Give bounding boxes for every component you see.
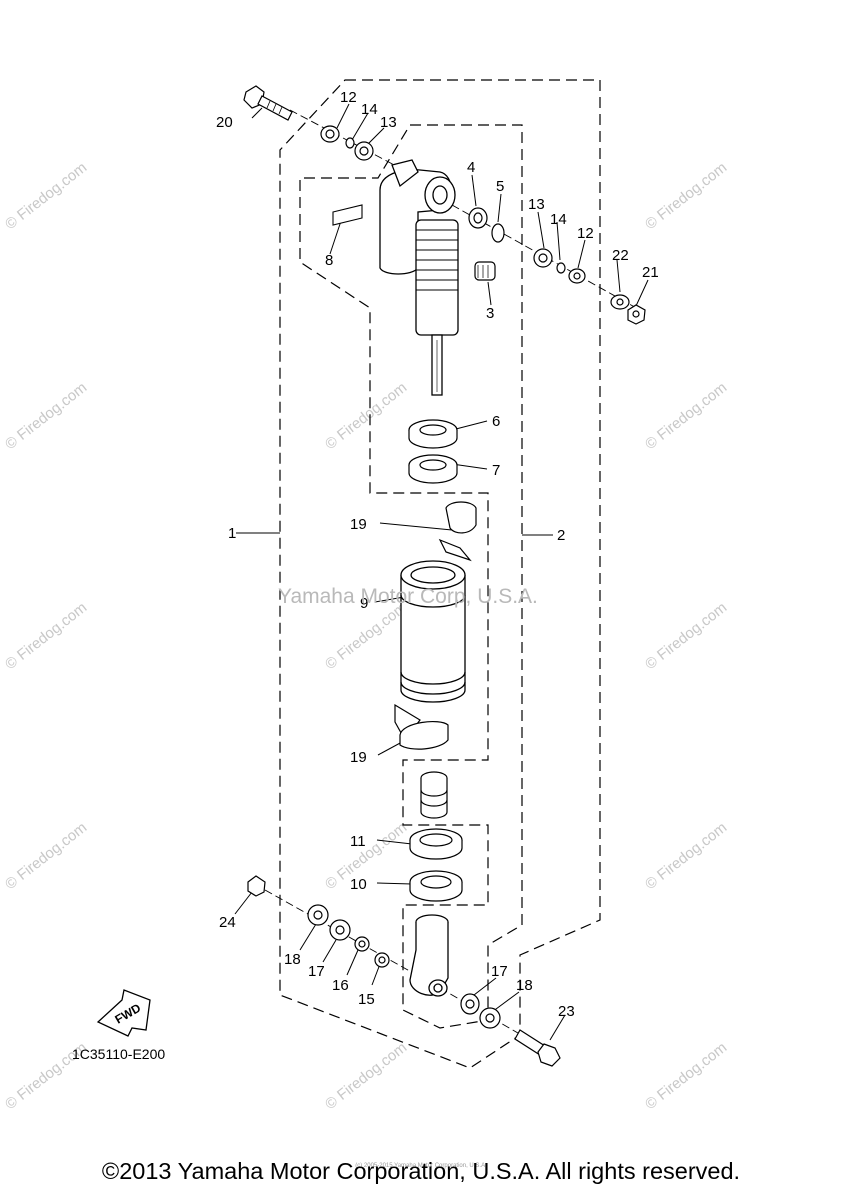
callout-20: 20 (216, 114, 233, 131)
callout-12: 12 (340, 89, 357, 106)
callout-9: 9 (360, 595, 368, 612)
callout-22: 22 (612, 247, 629, 264)
watermark: © Firedog.com (322, 379, 410, 453)
callout-24: 24 (219, 914, 236, 931)
callout-12: 12 (577, 225, 594, 242)
watermark: © Firedog.com (642, 599, 730, 673)
copyright-notice: ©2013 Yamaha Motor Corporation, U.S.A. A… (101, 1158, 741, 1184)
watermark: © Firedog.com (322, 1039, 410, 1113)
callout-8: 8 (325, 252, 333, 269)
diagram-code: 1C35110-E200 (72, 1046, 165, 1062)
upper-spring-seat (438, 501, 477, 562)
fine-print: (c) 2005-2015 Yamaha Motor Corporation, … (355, 1163, 487, 1169)
bolt-23 (514, 1029, 561, 1067)
lower-right-collars (460, 993, 501, 1029)
callout-3: 3 (486, 305, 494, 322)
rear-suspension-diagram: © Firedog.com © Firedog.com © Firedog.co… (2, 79, 730, 1113)
watermark: © Firedog.com (642, 1039, 730, 1113)
callout-15: 15 (358, 991, 375, 1008)
callout-16: 16 (332, 977, 349, 994)
callout-numbers: 20 12 14 13 4 5 13 14 12 22 21 3 8 6 7 1… (216, 89, 659, 1020)
bolt-20 (243, 85, 293, 121)
watermark: © Firedog.com (642, 159, 730, 233)
callout-17: 17 (308, 963, 325, 980)
spring-adjuster-rings (408, 419, 458, 484)
callout-13: 13 (380, 114, 397, 131)
callout-7: 7 (492, 462, 500, 479)
watermark: © Firedog.com (2, 819, 90, 893)
watermark: © Firedog.com (2, 599, 90, 673)
watermark: © Firedog.com (2, 159, 90, 233)
center-watermark: Yamaha Motor Corp, U.S.A. (278, 585, 538, 608)
callout-18: 18 (284, 951, 301, 968)
callout-5: 5 (496, 178, 504, 195)
callout-19: 19 (350, 749, 367, 766)
callout-21: 21 (642, 264, 659, 281)
lower-spring-seat (394, 703, 449, 750)
callout-2: 2 (557, 527, 565, 544)
callout-14: 14 (361, 101, 378, 118)
callout-14: 14 (550, 211, 567, 228)
lower-left-collars (247, 875, 390, 968)
shock-absorber-body (379, 159, 459, 396)
watermark: © Firedog.com (642, 819, 730, 893)
upper-left-collars (320, 125, 374, 161)
bump-stopper (420, 771, 448, 819)
callout-19: 19 (350, 516, 367, 533)
callout-10: 10 (350, 876, 367, 893)
label-sticker (332, 204, 363, 226)
callout-4: 4 (467, 159, 475, 176)
callout-17: 17 (491, 963, 508, 980)
fwd-arrow-icon: FWD (96, 989, 151, 1037)
callout-11: 11 (350, 833, 366, 850)
lower-washers (409, 828, 463, 902)
watermark: © Firedog.com (642, 379, 730, 453)
callout-1: 1 (228, 525, 236, 542)
callout-13: 13 (528, 196, 545, 213)
watermark: © Firedog.com (2, 379, 90, 453)
upper-collars-right (468, 207, 505, 281)
callout-6: 6 (492, 413, 500, 430)
upper-right-collars (533, 248, 646, 325)
lower-clevis (409, 914, 449, 997)
spring (400, 560, 466, 703)
callout-18: 18 (516, 977, 533, 994)
assembly-outline-2 (299, 124, 523, 1029)
callout-23: 23 (558, 1003, 575, 1020)
